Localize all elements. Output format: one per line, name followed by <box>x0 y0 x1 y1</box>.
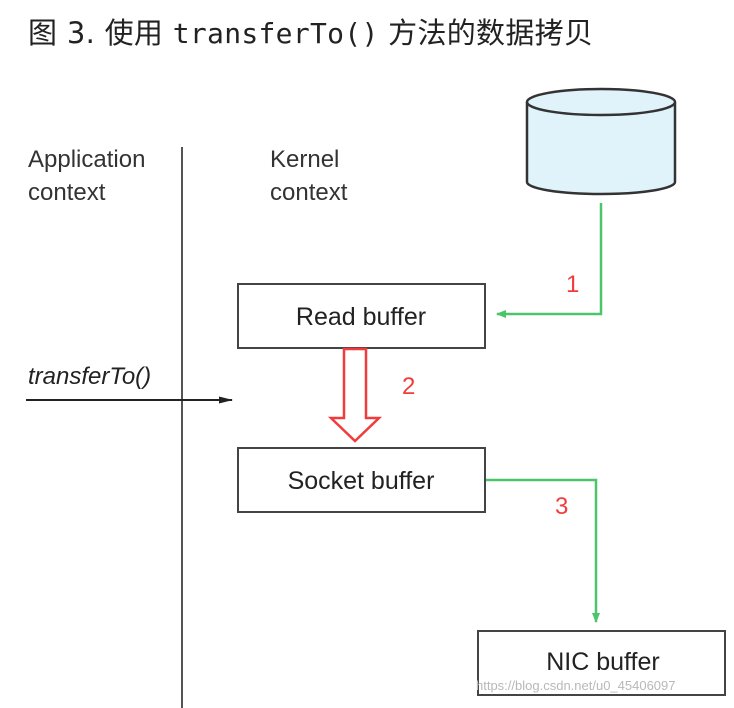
nic-buffer-box <box>477 630 726 696</box>
app-context-line1: Application <box>28 146 145 173</box>
watermark: https://blog.csdn.net/u0_45406097 <box>476 678 676 693</box>
title-prefix: 图 3. 使用 <box>28 16 173 50</box>
step3-arrow <box>486 478 600 623</box>
step3-label: 3 <box>555 493 568 520</box>
socket-buffer-label: Socket buffer <box>288 467 435 495</box>
step2-arrow <box>327 347 383 443</box>
app-context-line2: context <box>28 179 106 206</box>
disk-cylinder-icon <box>525 87 677 196</box>
title-code: transferTo() <box>172 17 379 50</box>
kernel-context-line1: Kernel <box>270 146 339 173</box>
socket-buffer-box <box>237 447 486 513</box>
title-suffix: 方法的数据拷贝 <box>378 16 594 50</box>
read-buffer-label: Read buffer <box>296 303 426 331</box>
step1-arrow <box>496 203 603 318</box>
step1-label: 1 <box>566 271 579 298</box>
transferto-label: transferTo() <box>28 363 151 390</box>
kernel-context-line2: context <box>270 179 348 206</box>
step2-label: 2 <box>402 373 415 400</box>
read-buffer-box <box>237 283 486 349</box>
nic-buffer-label: NIC buffer <box>546 648 659 676</box>
figure-title: 图 3. 使用 transferTo() 方法的数据拷贝 <box>28 10 593 52</box>
